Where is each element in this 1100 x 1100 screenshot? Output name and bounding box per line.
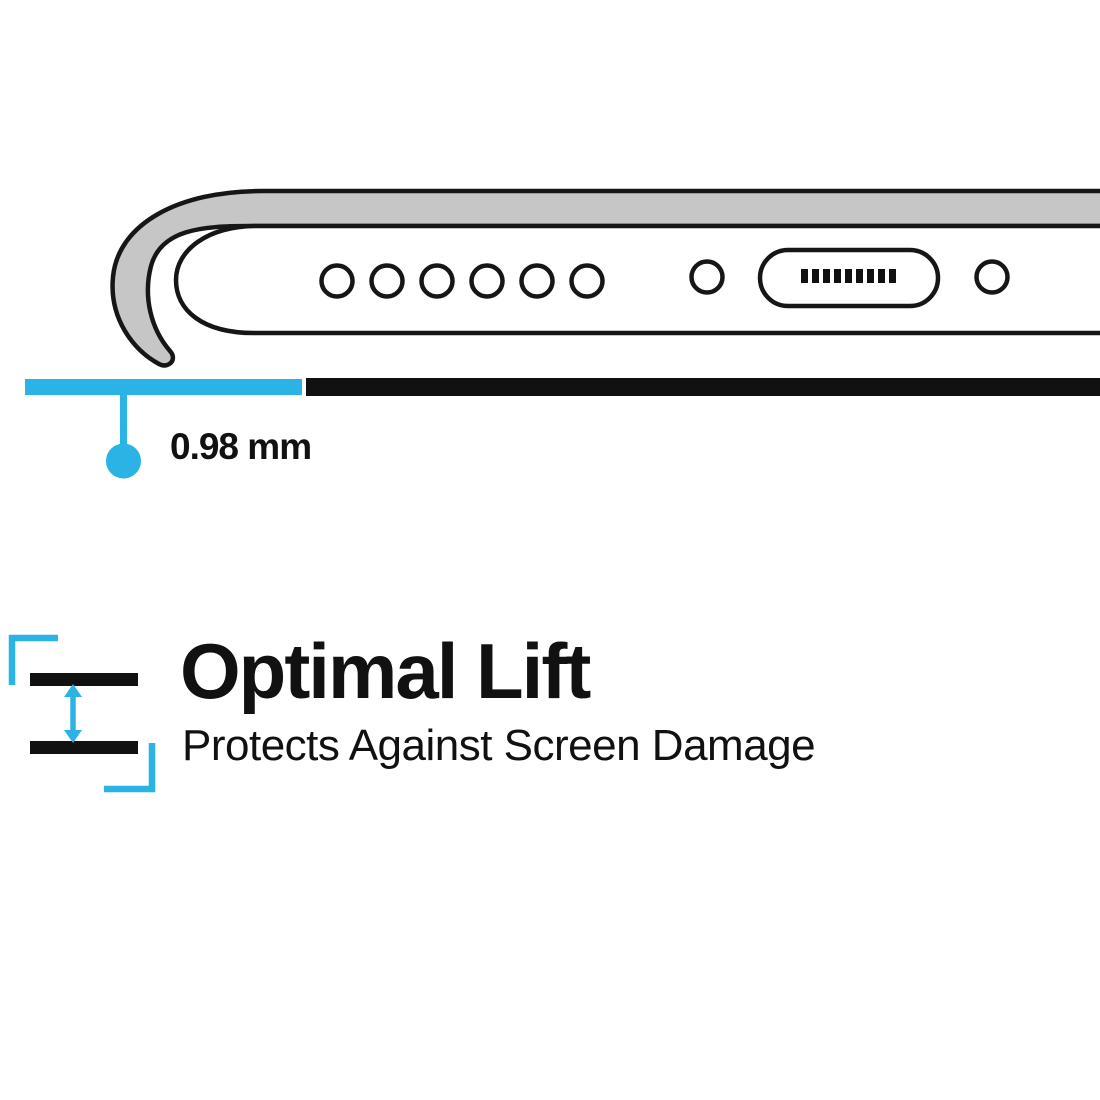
measurement-label: 0.98 mm: [170, 426, 311, 467]
surface-line-accent: [25, 379, 302, 395]
lift-gap-icon: [8, 634, 156, 793]
measurement-drop-line: [120, 394, 127, 447]
charging-port-pins: [801, 269, 896, 283]
lift-bar-bottom: [30, 741, 138, 754]
surface-line-dark: [306, 378, 1100, 396]
phone-body: [173, 223, 1100, 336]
feature-subtitle: Protects Against Screen Damage: [182, 721, 816, 770]
phone-bottom-edge-illustration: 0.98 mm: [25, 188, 1100, 479]
speaker-hole: [469, 263, 505, 299]
lift-bar-top: [30, 673, 138, 686]
speaker-hole: [319, 263, 355, 299]
feature-title: Optimal Lift: [180, 627, 591, 715]
lift-arrow-up-icon: [64, 684, 82, 697]
bracket-bottom-right-icon: [104, 743, 156, 793]
speaker-hole: [569, 263, 605, 299]
speaker-hole: [369, 263, 405, 299]
measurement-dot: [106, 443, 141, 479]
screw-left: [689, 259, 725, 295]
speaker-hole: [419, 263, 455, 299]
feature-block: [0, 625, 1100, 825]
speaker-hole: [519, 263, 555, 299]
bracket-top-left-icon: [8, 634, 58, 685]
screw-right: [974, 259, 1010, 295]
lift-arrow-down-icon: [64, 730, 82, 743]
